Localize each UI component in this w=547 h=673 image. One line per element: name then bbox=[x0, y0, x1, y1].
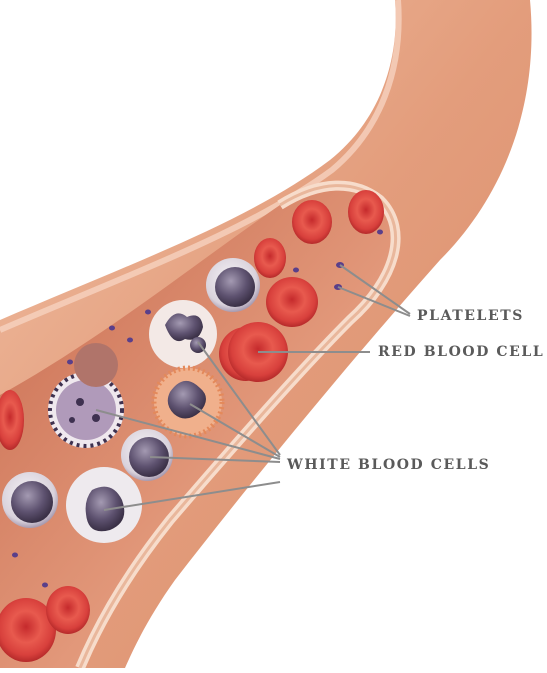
platelet bbox=[145, 310, 151, 315]
red-blood-cell bbox=[266, 277, 318, 327]
platelet bbox=[293, 268, 299, 273]
white-blood-cell bbox=[154, 368, 222, 436]
red-blood-cell bbox=[254, 238, 286, 278]
red-blood-cell bbox=[292, 200, 332, 244]
platelet bbox=[109, 326, 115, 331]
white-blood-cell bbox=[149, 300, 217, 368]
white-blood-cell bbox=[121, 429, 173, 481]
white-blood-cell bbox=[2, 472, 58, 528]
white-blood-cell bbox=[206, 258, 260, 312]
platelet bbox=[12, 553, 18, 558]
platelet bbox=[377, 230, 383, 235]
platelet bbox=[127, 338, 133, 343]
label-platelets: PLATELETS bbox=[417, 308, 524, 324]
platelet bbox=[67, 360, 73, 365]
platelet bbox=[42, 583, 48, 588]
label-white-blood-cells: WHITE BLOOD CELLS bbox=[287, 457, 490, 473]
red-blood-cell bbox=[348, 190, 384, 234]
red-blood-cell bbox=[46, 586, 90, 634]
label-red-blood-cell: RED BLOOD CELL bbox=[378, 344, 544, 360]
white-blood-cell bbox=[74, 343, 118, 387]
